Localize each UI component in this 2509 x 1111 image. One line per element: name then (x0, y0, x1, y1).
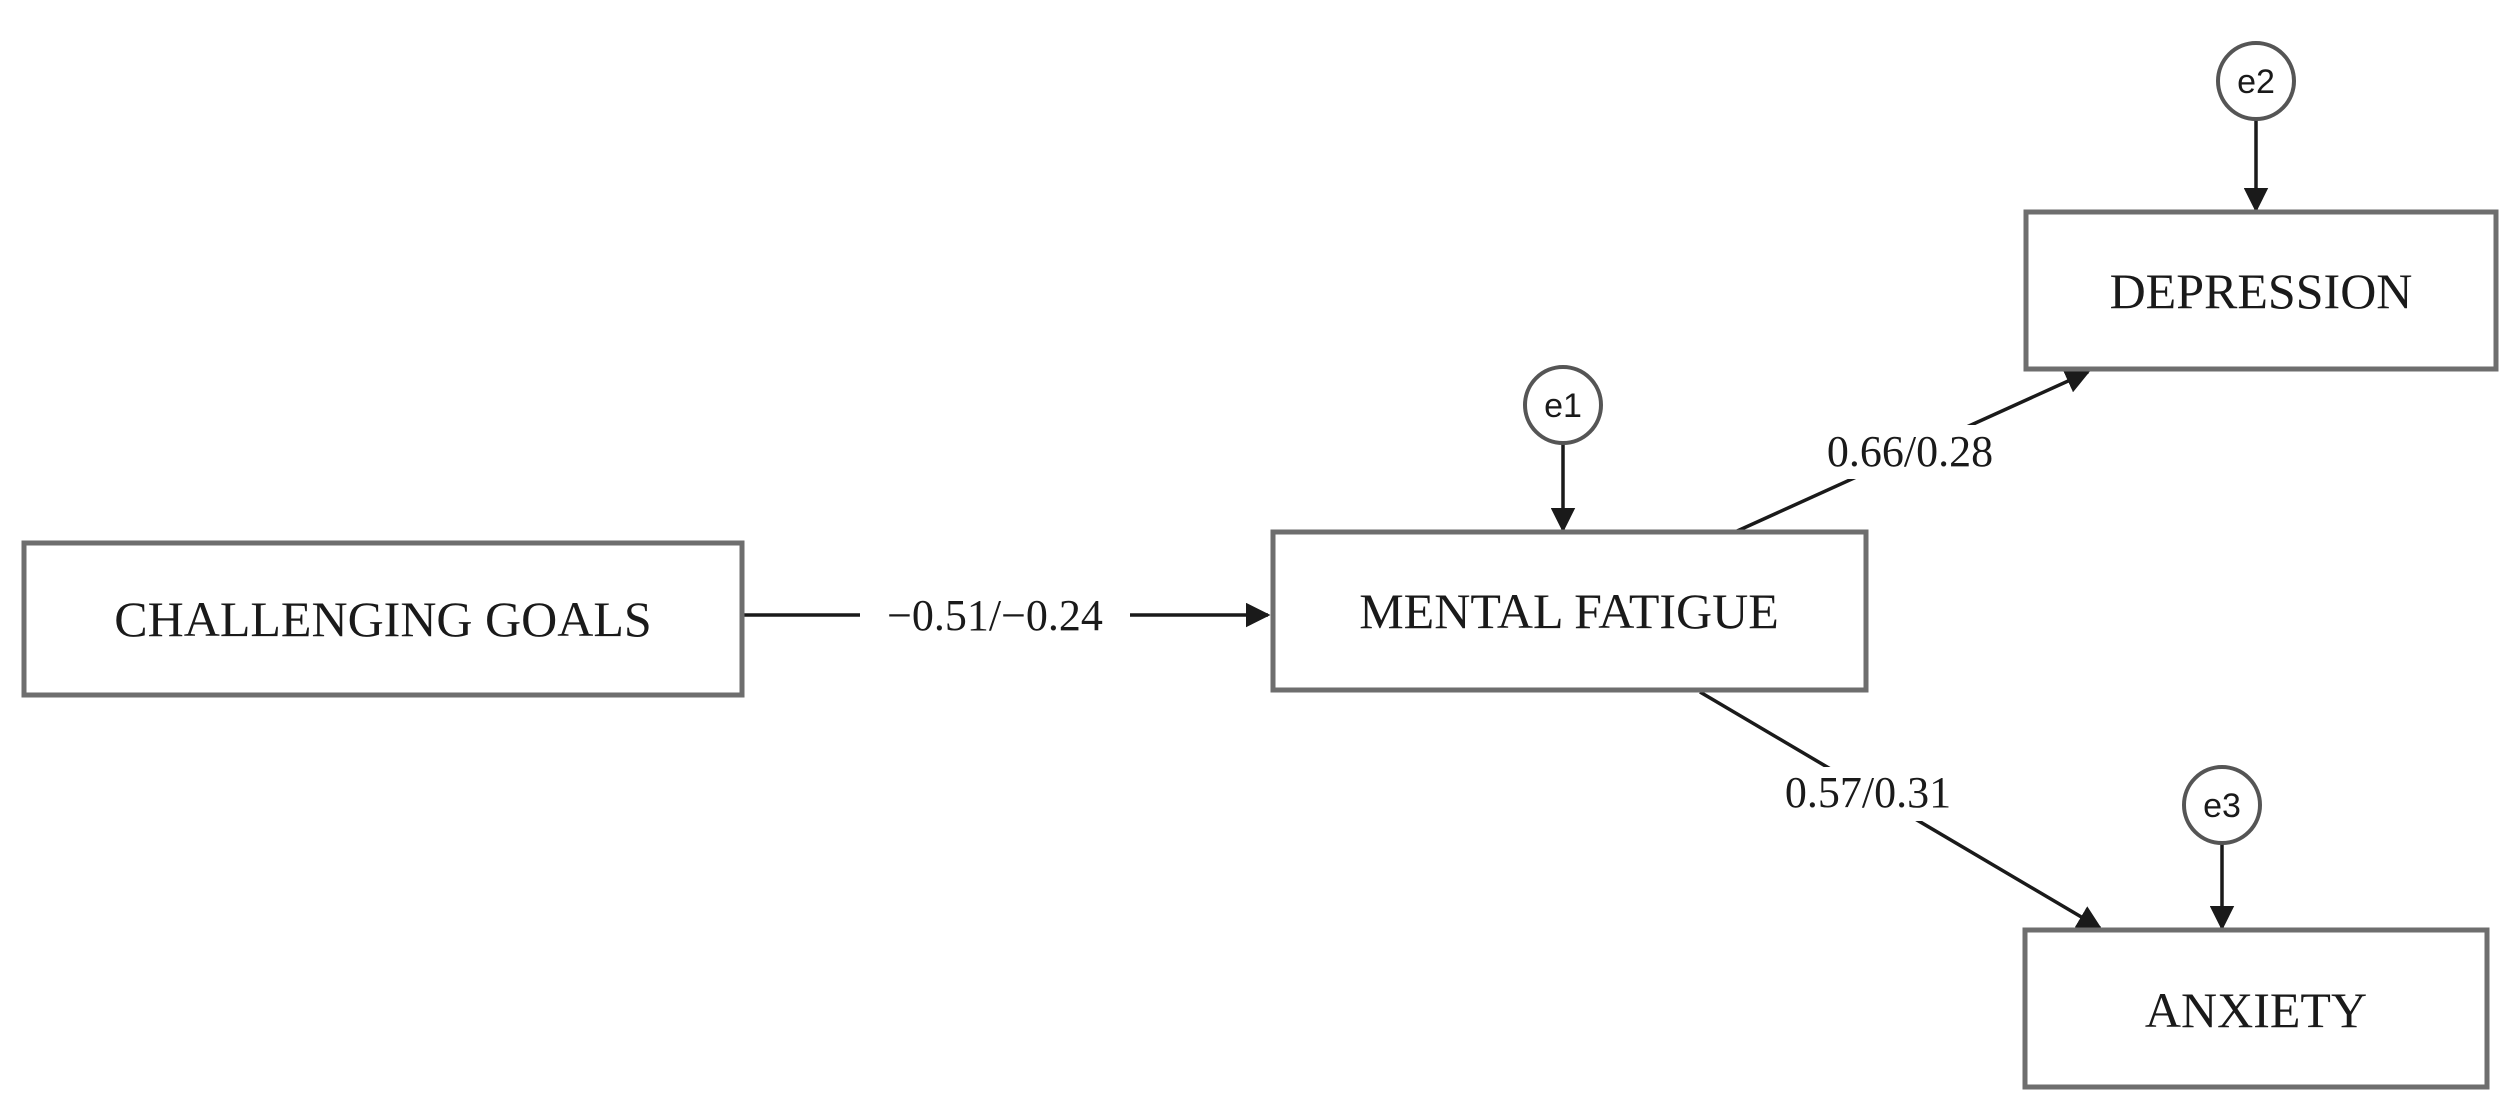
node-mental-fatigue-label: MENTAL FATIGUE (1359, 583, 1779, 639)
node-mental-fatigue-box (1270, 529, 1869, 693)
edge-label-bg-fatigue-to-depression (1810, 425, 2010, 479)
edge-label-goals-to-fatigue: −0.51/−0.24 (887, 591, 1103, 640)
node-anxiety-label: ANXIETY (2145, 982, 2367, 1038)
edge-label-bg-fatigue-to-anxiety (1768, 767, 1968, 821)
node-challenging-goals-label: CHALLENGING GOALS (114, 591, 651, 647)
error-label-e3: e3 (2203, 787, 2241, 825)
error-label-e2: e2 (2237, 63, 2275, 101)
edge-label-fatigue-to-anxiety: 0.57/0.31 (1785, 768, 1951, 817)
error-term-e2 (2216, 41, 2296, 121)
error-term-e3 (2182, 765, 2262, 845)
node-depression-box (2023, 209, 2499, 372)
node-depression-label: DEPRESSION (2110, 263, 2413, 319)
error-label-e1: e1 (1544, 387, 1582, 425)
edge-label-fatigue-to-depression: 0.66/0.28 (1827, 427, 1993, 476)
edge-label-bg-goals-to-fatigue (860, 588, 1130, 642)
error-term-e1 (1523, 365, 1603, 445)
node-challenging-goals-box (21, 540, 745, 698)
node-anxiety-box (2022, 927, 2490, 1090)
